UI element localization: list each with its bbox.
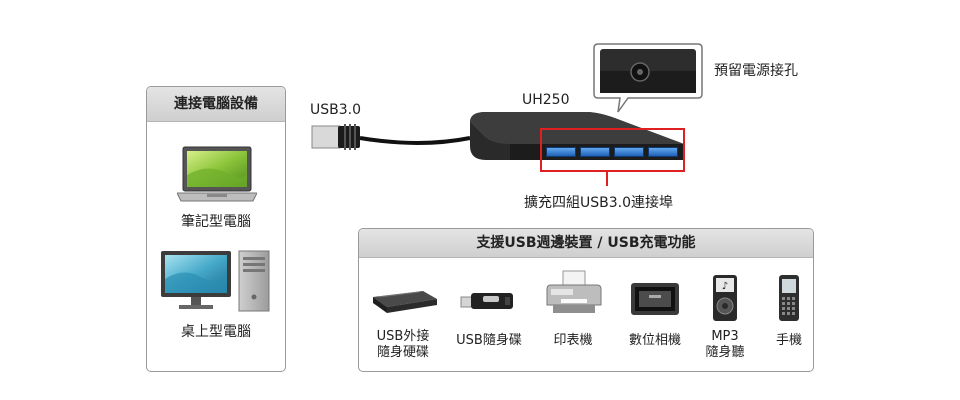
device-label-printer: 印表機 xyxy=(553,333,593,348)
usb-port xyxy=(546,147,576,157)
ports-label: 擴充四組USB3.0連接埠 xyxy=(524,195,674,211)
supported-devices-panel: 支援USB週邊裝置 / USB充電功能 USB外接 隨身硬碟 USB隨身碟 xyxy=(358,228,814,372)
device-label-hard-drive-text: USB外接 隨身硬碟 xyxy=(376,329,430,360)
hub-model-label: UH250 xyxy=(522,92,570,108)
usb-port xyxy=(580,147,610,157)
power-jack-label: 預留電源接孔 xyxy=(714,63,798,79)
mp3-player-icon: ♪ xyxy=(711,273,739,323)
desktop-computer-icon xyxy=(159,249,273,313)
device-label-mp3: MP3 隨身聽 xyxy=(689,329,761,361)
power-jack-callout xyxy=(590,40,706,116)
ports-highlight-box xyxy=(540,128,685,172)
usb-port xyxy=(614,147,644,157)
supported-panel-title: 支援USB週邊裝置 / USB充電功能 xyxy=(359,229,813,258)
svg-text:♪: ♪ xyxy=(722,281,728,292)
connect-panel-title: 連接電腦設備 xyxy=(147,87,285,122)
printer-icon xyxy=(545,269,603,315)
usb-port xyxy=(648,147,678,157)
external-hard-drive-icon xyxy=(369,289,439,315)
usb-flash-drive-icon xyxy=(457,287,517,313)
device-label-phone: 手機 xyxy=(775,333,802,348)
device-label-mp3-text: MP3 隨身聽 xyxy=(705,329,745,360)
highlight-connector-line xyxy=(606,170,608,186)
device-label-camera: 數位相機 xyxy=(628,333,681,348)
device-label-flash-drive: USB隨身碟 xyxy=(456,333,522,348)
connect-computers-panel: 連接電腦設備 筆記型電腦 xyxy=(146,86,286,372)
device-label-desktop: 桌上型電腦 xyxy=(181,324,251,340)
mobile-phone-icon xyxy=(777,273,801,323)
cable-label: USB3.0 xyxy=(310,102,362,118)
laptop-icon xyxy=(177,145,257,203)
digital-camera-icon xyxy=(629,281,681,317)
device-label-laptop: 筆記型電腦 xyxy=(181,214,251,230)
device-label-hard-drive: USB外接 隨身硬碟 xyxy=(367,329,439,361)
